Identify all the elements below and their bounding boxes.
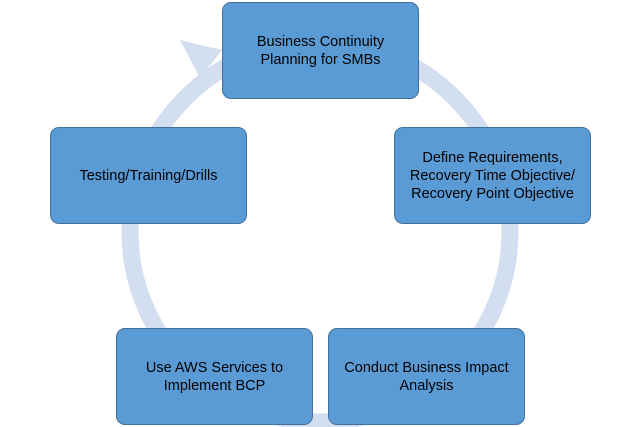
node-line: Define Requirements,	[422, 149, 563, 166]
node-text: Use AWS Services to Implement BCP	[146, 359, 283, 395]
node-line: Implement BCP	[163, 377, 266, 394]
node-line: Conduct Business Impact	[344, 359, 509, 376]
cycle-node-define-requirements: Define Requirements, Recovery Time Objec…	[394, 127, 591, 224]
cycle-node-use-aws-services: Use AWS Services to Implement BCP	[116, 328, 313, 425]
cycle-node-testing-training-drills: Testing/Training/Drills	[50, 127, 247, 224]
node-line: Recovery Time Objective/	[409, 167, 576, 184]
node-line: Testing/Training/Drills	[79, 167, 218, 184]
node-text: Business Continuity Planning for SMBs	[257, 33, 384, 69]
cycle-node-business-impact-analysis: Conduct Business Impact Analysis	[328, 328, 525, 425]
node-text: Testing/Training/Drills	[79, 167, 217, 185]
node-text: Define Requirements, Recovery Time Objec…	[410, 149, 575, 203]
node-text: Conduct Business Impact Analysis	[344, 359, 508, 395]
node-line: Use AWS Services to	[145, 359, 284, 376]
node-line: Analysis	[399, 377, 454, 394]
node-line: Planning for SMBs	[260, 51, 381, 68]
cycle-arrow-head	[180, 40, 222, 78]
node-line: Business Continuity	[256, 33, 385, 50]
cycle-node-business-continuity-planning: Business Continuity Planning for SMBs	[222, 2, 419, 99]
node-line: Recovery Point Objective	[411, 185, 574, 202]
